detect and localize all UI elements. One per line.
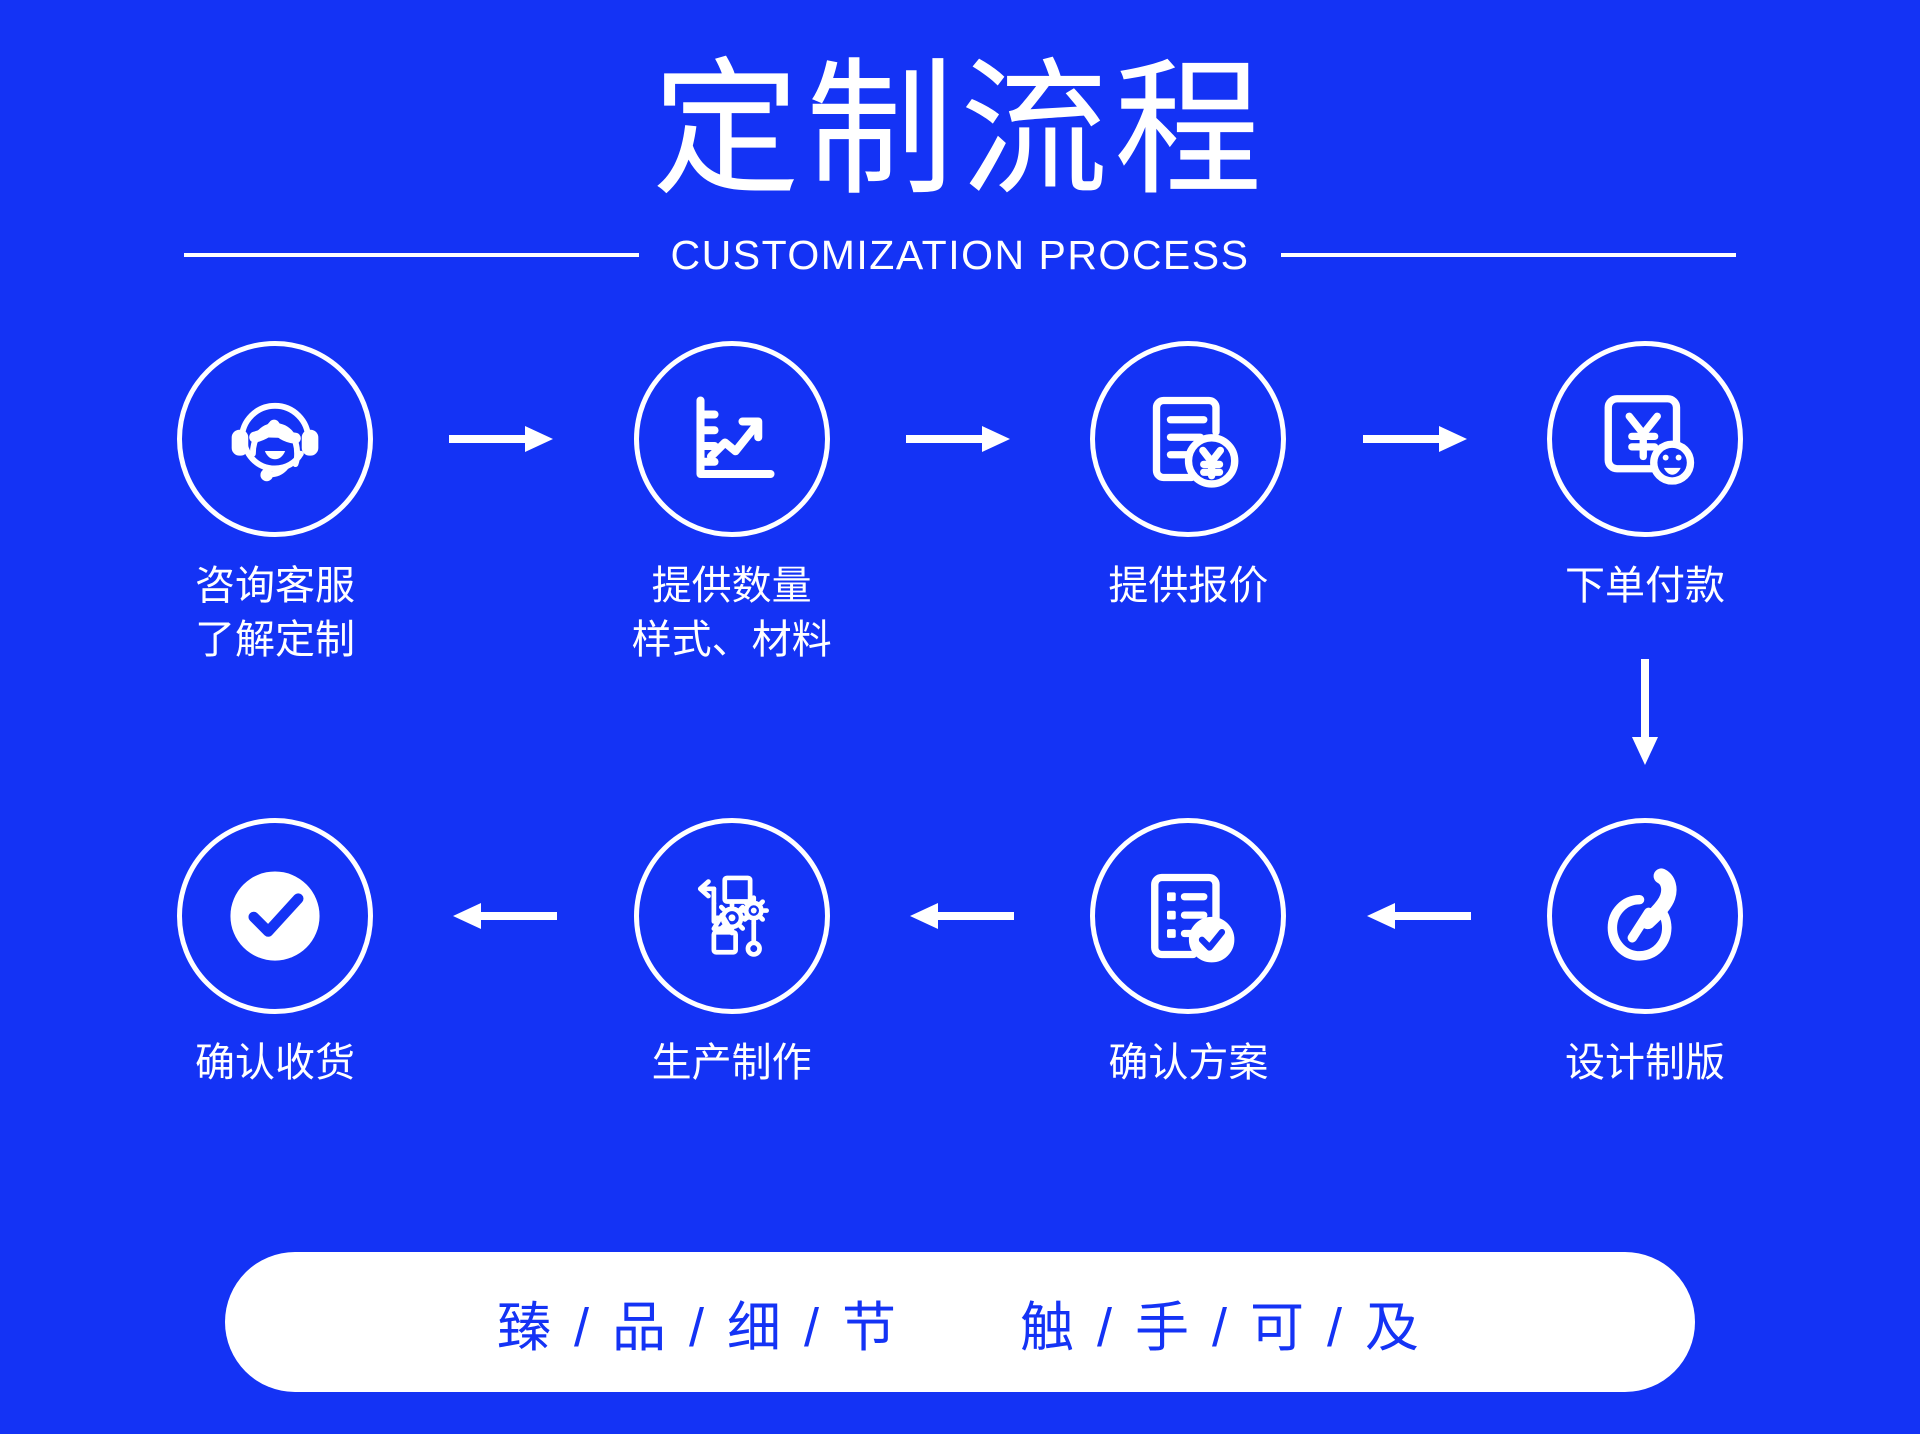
slogan-right: 触 / 手 / 可 / 及: [1020, 1297, 1424, 1358]
process-step-7[interactable]: 生产制作: [607, 817, 857, 1090]
payment-yen-smile-icon: [1589, 383, 1701, 495]
connector-3-4: [1313, 341, 1520, 537]
process-step-3[interactable]: 提供报价: [1063, 340, 1313, 613]
connector-6-7: [857, 818, 1064, 1014]
design-brush-icon: [1587, 858, 1703, 974]
step-6-circle: [1090, 817, 1287, 1014]
step-4-label: 下单付款: [1565, 559, 1725, 613]
connector-7-8: [400, 818, 607, 1014]
step-5-circle: [1547, 817, 1744, 1014]
arrow-left-icon: [449, 899, 558, 933]
arrow-right-icon: [906, 422, 1014, 456]
divider-right: [1281, 253, 1737, 258]
step-4-circle: [1547, 340, 1744, 537]
process-step-5[interactable]: 设计制版: [1520, 817, 1770, 1090]
process-row-2: 确认收货: [150, 817, 1770, 1090]
process-step-2[interactable]: 提供数量 样式、材料: [607, 340, 857, 668]
step-8-label: 确认收货: [195, 1036, 355, 1090]
step-1-label-line2: 了解定制: [195, 618, 355, 663]
page-title: 定制流程: [652, 48, 1268, 213]
step-7-label-line1: 生产制作: [651, 1040, 812, 1085]
step-2-label-line1: 提供数量: [651, 563, 812, 608]
page-subtitle: CUSTOMIZATION PROCESS: [670, 231, 1250, 278]
slogan-banner: 臻 / 品 / 细 / 节 触 / 手 / 可 / 及: [225, 1252, 1695, 1392]
footer: 臻 / 品 / 细 / 节 触 / 手 / 可 / 及: [0, 1252, 1920, 1392]
process-step-6[interactable]: 确认方案: [1063, 817, 1313, 1090]
process-step-4[interactable]: 下单付款: [1520, 340, 1770, 613]
step-6-label: 确认方案: [1108, 1036, 1268, 1090]
connector-2-3: [857, 341, 1064, 537]
step-1-label-line1: 咨询客服: [195, 563, 355, 608]
step-7-label: 生产制作: [652, 1036, 812, 1090]
step-5-label: 设计制版: [1565, 1036, 1725, 1090]
step-1-circle: [177, 340, 373, 537]
subtitle-row: CUSTOMIZATION PROCESS: [0, 232, 1920, 279]
step-6-label-line1: 确认方案: [1108, 1040, 1269, 1085]
step-5-label-line1: 设计制版: [1565, 1040, 1726, 1085]
arrow-left-icon: [906, 899, 1014, 933]
arrow-left-icon: [1363, 899, 1471, 933]
growth-chart-icon: [676, 383, 788, 495]
step-2-label-line2: 样式、材料: [631, 618, 832, 663]
step-3-circle: [1090, 340, 1287, 537]
step-2-label: 提供数量 样式、材料: [632, 559, 832, 668]
process-step-8[interactable]: 确认收货: [150, 817, 400, 1090]
header: 定制流程 CUSTOMIZATION PROCESS: [0, 0, 1920, 279]
step-7-circle: [633, 817, 830, 1014]
check-circle-icon: [213, 854, 337, 978]
step-1-label: 咨询客服 了解定制: [195, 559, 355, 668]
step-3-label: 提供报价: [1108, 559, 1268, 613]
step-8-circle: [177, 817, 373, 1014]
arrow-down-icon: [1628, 658, 1662, 774]
step-8-label-line1: 确认收货: [195, 1040, 355, 1085]
checklist-approved-icon: [1132, 860, 1244, 972]
process-flow: 咨询客服 了解定制: [0, 340, 1920, 1090]
connector-4-5: [1520, 658, 1770, 774]
step-2-circle: [633, 340, 830, 537]
process-row-1: 咨询客服 了解定制: [150, 340, 1770, 668]
process-step-1[interactable]: 咨询客服 了解定制: [150, 340, 400, 668]
arrow-right-icon: [1362, 422, 1471, 456]
connector-5-6: [1313, 818, 1520, 1014]
headset-support-icon: [216, 380, 334, 498]
divider-left: [183, 253, 639, 258]
arrow-right-icon: [449, 422, 557, 456]
invoice-yen-icon: [1132, 383, 1244, 495]
step-4-label-line1: 下单付款: [1565, 563, 1726, 608]
connector-1-2: [400, 341, 607, 537]
slogan-left: 臻 / 品 / 细 / 节: [496, 1297, 900, 1358]
step-3-label-line1: 提供报价: [1108, 563, 1269, 608]
gears-production-icon: [674, 858, 790, 974]
